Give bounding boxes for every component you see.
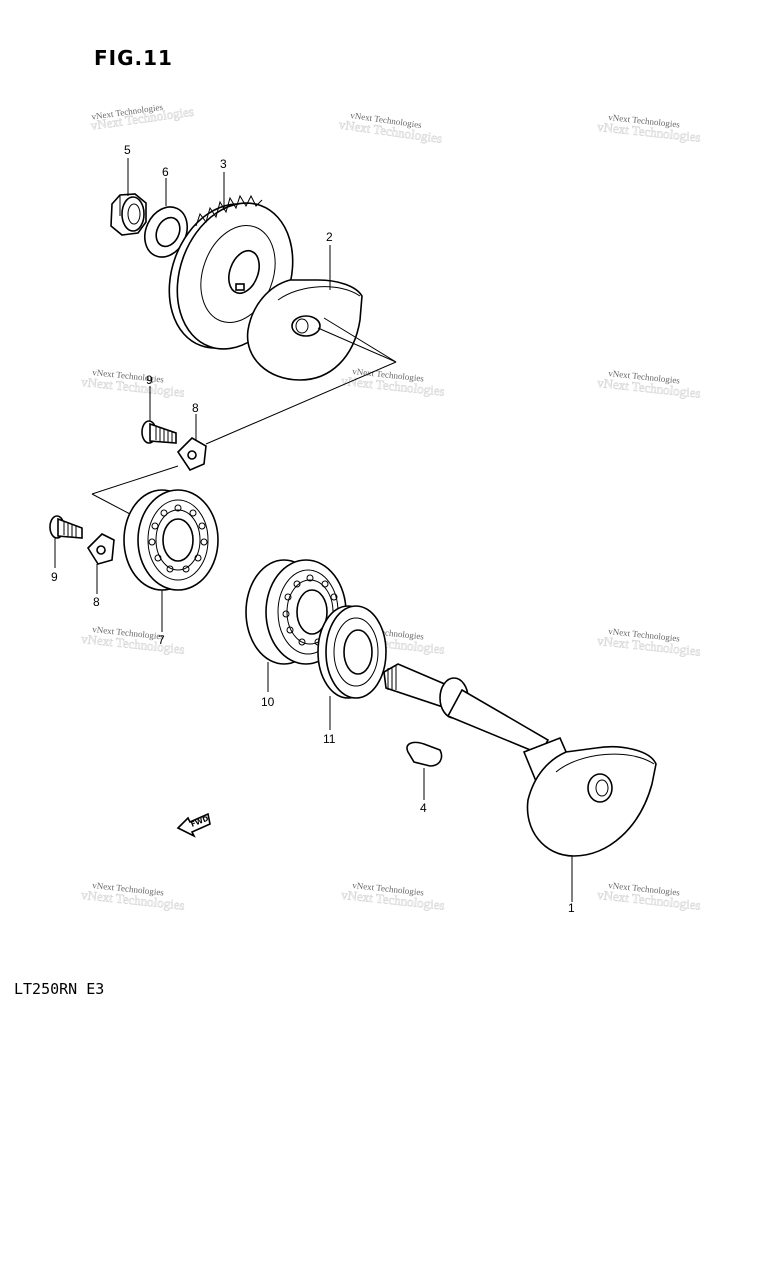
callout-part-5: 5 [124, 143, 131, 157]
callout-labels: 5 6 3 2 9 8 9 8 7 10 11 4 1 [51, 143, 575, 915]
bearing-part-7 [123, 489, 219, 591]
bearing-balls [148, 504, 208, 573]
callout-part-3: 3 [220, 157, 227, 171]
callout-part-7: 7 [158, 633, 165, 647]
screw-part-9-upper [141, 420, 177, 444]
callout-part-8-lower: 8 [93, 595, 100, 609]
callout-part-8-upper: 8 [192, 401, 199, 415]
counterweight-part-2 [246, 279, 363, 381]
model-code: LT250RN E3 [14, 980, 105, 998]
callout-part-4: 4 [420, 801, 427, 815]
callout-part-10: 10 [261, 695, 275, 709]
callout-part-9-lower: 9 [51, 570, 58, 584]
crankshaft-part-1 [383, 663, 657, 857]
lock-washer-part-8-lower [86, 533, 115, 565]
callout-part-6: 6 [162, 165, 169, 179]
screw-part-9-lower [49, 515, 83, 539]
woodruff-key-part-4 [406, 741, 443, 767]
nut-part-5 [110, 193, 147, 236]
callout-part-1: 1 [568, 901, 575, 915]
fwd-arrow-icon: FWD [176, 812, 211, 838]
callout-part-9-upper: 9 [146, 373, 153, 387]
lock-washer-part-8-upper [176, 437, 207, 471]
callout-part-2: 2 [326, 230, 333, 244]
leader-lines [54, 158, 573, 902]
figure-title: FIG.11 [94, 46, 173, 70]
callout-part-11: 11 [323, 732, 336, 746]
oil-seal-part-11 [317, 605, 387, 699]
